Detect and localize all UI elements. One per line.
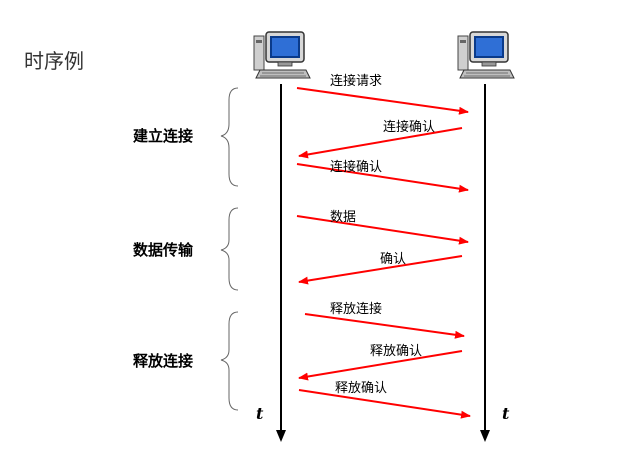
message-label: 连接确认 bbox=[383, 120, 436, 135]
message-arrow bbox=[304, 313, 465, 339]
brace-release bbox=[220, 311, 239, 411]
time-label: t bbox=[256, 404, 264, 423]
time-label: t bbox=[502, 404, 510, 423]
message-arrow bbox=[298, 255, 463, 285]
message-label: 连接确认 bbox=[330, 160, 383, 175]
timeline-right-arrowhead bbox=[480, 430, 490, 442]
message-label: 确认 bbox=[380, 252, 407, 267]
brace-transfer bbox=[220, 207, 239, 291]
diagram-title: 时序例 bbox=[24, 49, 84, 73]
message-label: 数据 bbox=[330, 210, 357, 225]
message-arrow bbox=[298, 389, 471, 419]
message-arrow bbox=[296, 215, 469, 245]
computer-icon bbox=[457, 31, 515, 79]
timeline-left-arrowhead bbox=[276, 430, 286, 442]
message-arrow bbox=[296, 87, 469, 115]
message-arrow bbox=[296, 163, 469, 193]
brace-establish bbox=[220, 87, 239, 187]
message-label: 释放确认 bbox=[335, 381, 388, 396]
phase-label: 数据传输 bbox=[133, 241, 194, 259]
phase-label: 建立连接 bbox=[133, 127, 194, 145]
message-label: 释放连接 bbox=[330, 302, 383, 317]
message-arrow bbox=[298, 350, 463, 381]
message-label: 释放确认 bbox=[370, 344, 423, 359]
message-arrow bbox=[298, 127, 463, 159]
phase-label: 释放连接 bbox=[133, 352, 194, 370]
computer-icon bbox=[253, 31, 311, 79]
message-label: 连接请求 bbox=[330, 74, 383, 89]
